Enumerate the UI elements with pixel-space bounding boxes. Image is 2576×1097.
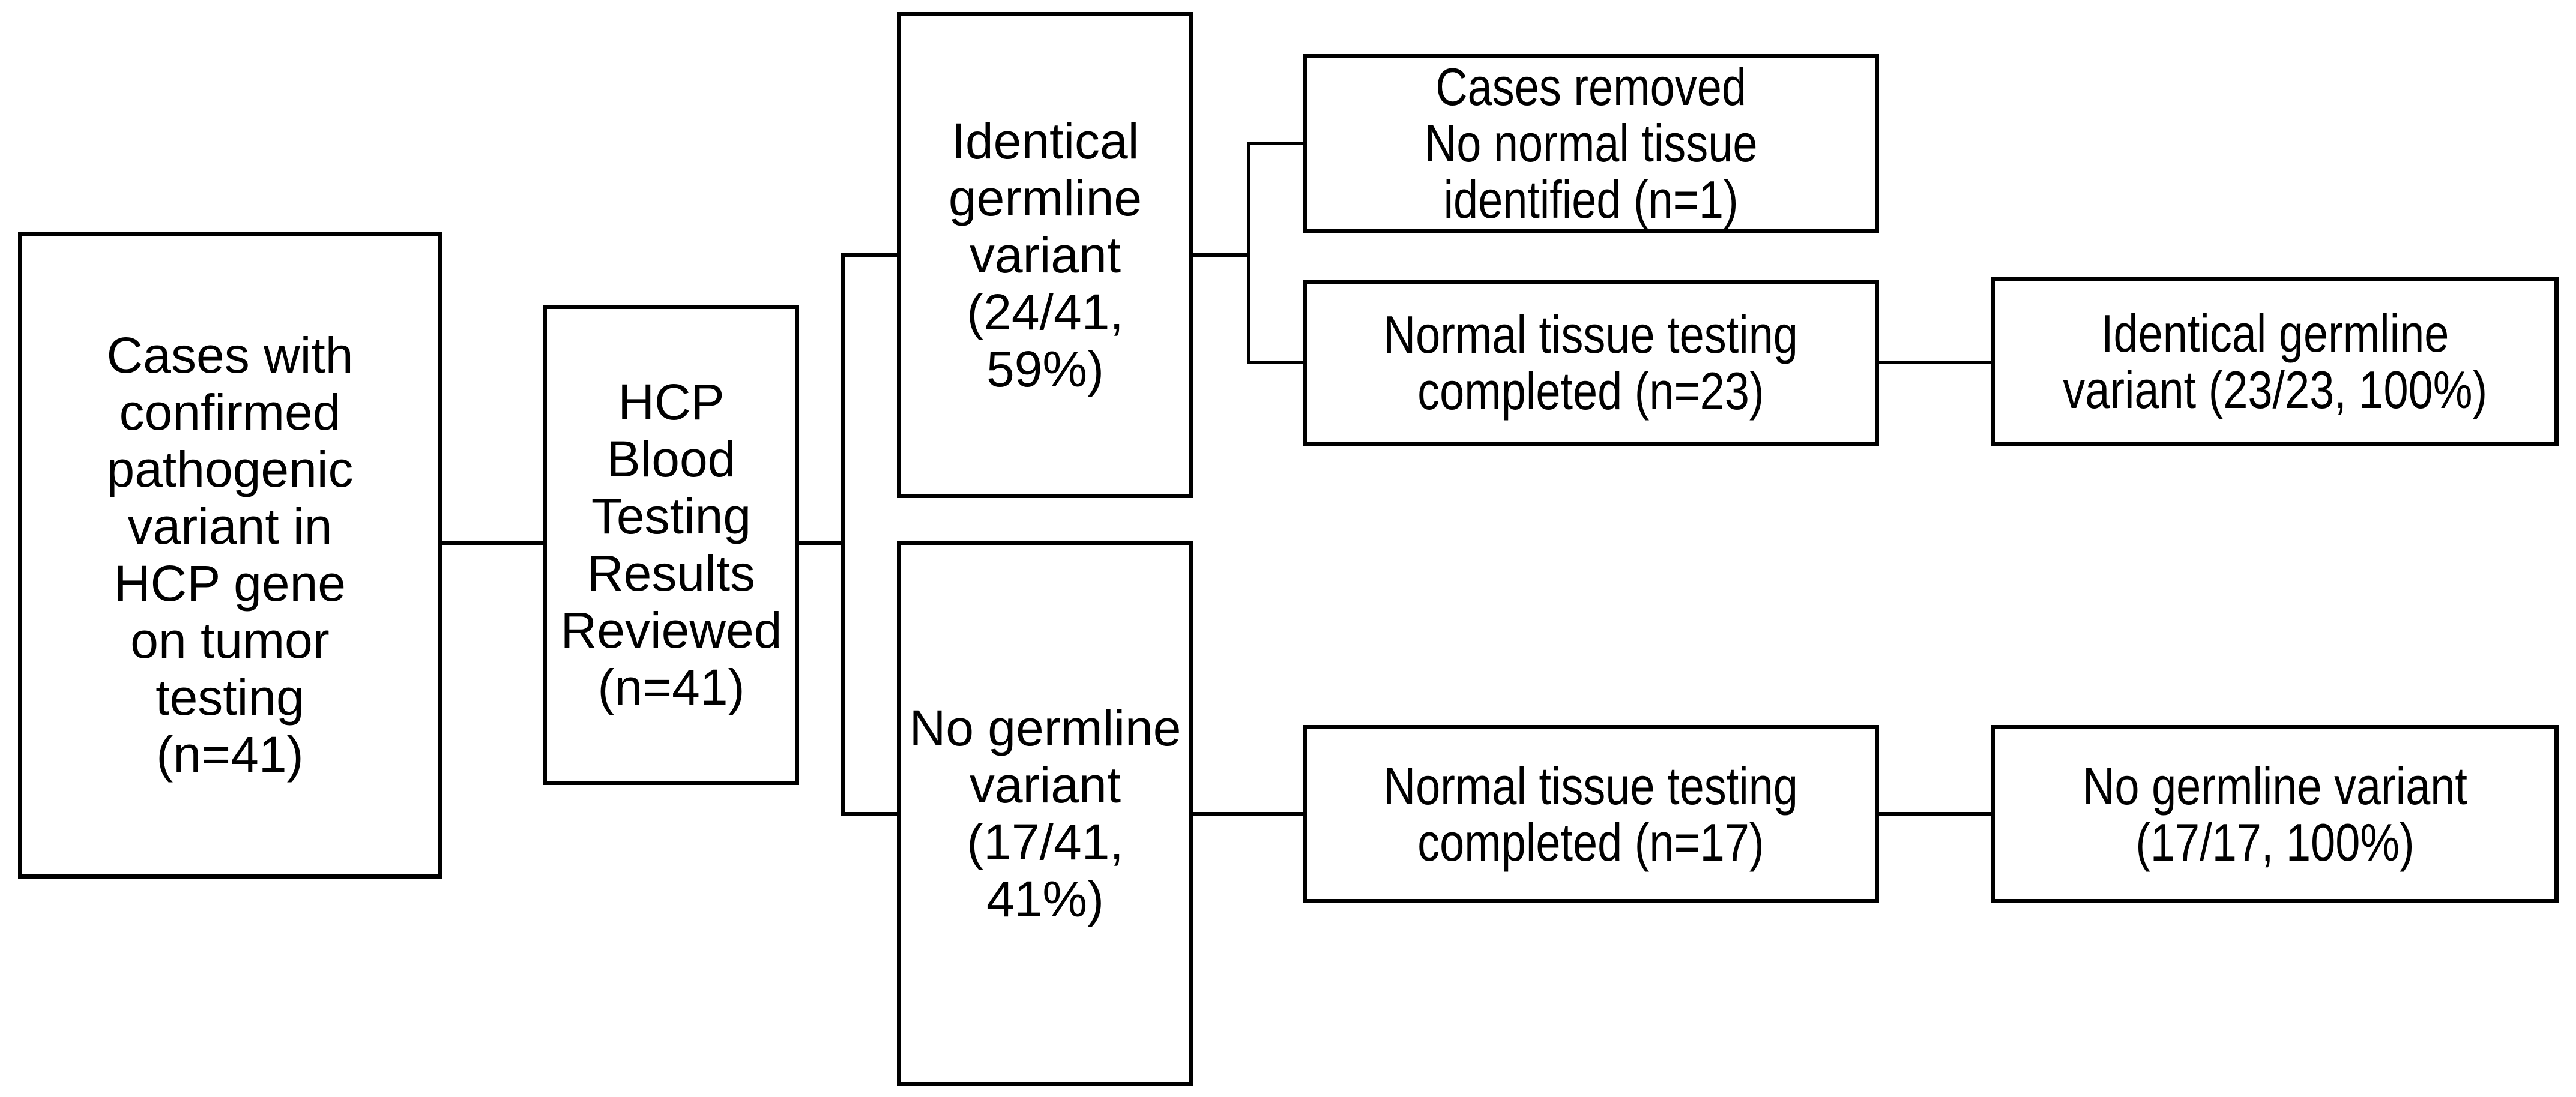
box-confirmed-pathogenic-variant-text: Cases with confirmed pathogenic variant … xyxy=(106,327,354,783)
connector-no-germline-17-41-to-completed-n17 xyxy=(1193,812,1303,816)
box-normal-tissue-testing-completed-n23: Normal tissue testing completed (n=23) xyxy=(1303,280,1879,446)
box-identical-germline-variant-23-23: Identical germline variant (23/23, 100%) xyxy=(1991,277,2559,446)
connector-reviewed-to-branch xyxy=(799,541,845,545)
connector-completed-n17-to-no-germline-17-17 xyxy=(1879,812,1991,816)
box-no-germline-variant-17-17-text: No germline variant (17/17, 100%) xyxy=(2083,756,2467,872)
box-no-germline-variant-17-41: No germline variant (17/41, 41%) xyxy=(897,541,1193,1086)
connector-branch2-to-completed-n23 xyxy=(1247,361,1303,364)
connector-identical-24-41-to-branch2 xyxy=(1193,253,1250,257)
connector-completed-n23-to-identical-23-23 xyxy=(1879,361,1991,364)
box-normal-tissue-testing-completed-n17: Normal tissue testing completed (n=17) xyxy=(1303,725,1879,903)
connector-branch2-to-cases-removed xyxy=(1247,142,1303,145)
box-hcp-blood-testing-reviewed: HCP Blood Testing Results Reviewed (n=41… xyxy=(543,305,799,785)
box-hcp-blood-testing-reviewed-text: HCP Blood Testing Results Reviewed (n=41… xyxy=(560,374,782,715)
connector-branch1-to-no-germline-17-41 xyxy=(841,812,897,816)
connector-branch2-vertical xyxy=(1247,142,1250,364)
box-identical-germline-variant-24-41-text: Identical germline variant (24/41, 59%) xyxy=(948,112,1142,397)
connector-branch1-vertical xyxy=(841,253,845,816)
box-confirmed-pathogenic-variant: Cases with confirmed pathogenic variant … xyxy=(18,232,442,879)
box-normal-tissue-testing-completed-n23-text: Normal tissue testing completed (n=23) xyxy=(1383,304,1799,421)
box-cases-removed-no-normal-tissue-text: Cases removed No normal tissue identifie… xyxy=(1424,57,1758,229)
connector-confirmed-to-reviewed xyxy=(442,541,543,545)
box-identical-germline-variant-24-41: Identical germline variant (24/41, 59%) xyxy=(897,12,1193,498)
box-identical-germline-variant-23-23-text: Identical germline variant (23/23, 100%) xyxy=(2063,304,2487,419)
box-normal-tissue-testing-completed-n17-text: Normal tissue testing completed (n=17) xyxy=(1383,756,1799,872)
box-no-germline-variant-17-41-text: No germline variant (17/41, 41%) xyxy=(909,700,1181,927)
box-no-germline-variant-17-17: No germline variant (17/17, 100%) xyxy=(1991,725,2559,903)
connector-branch1-to-identical-24-41 xyxy=(841,253,897,257)
box-cases-removed-no-normal-tissue: Cases removed No normal tissue identifie… xyxy=(1303,54,1879,233)
